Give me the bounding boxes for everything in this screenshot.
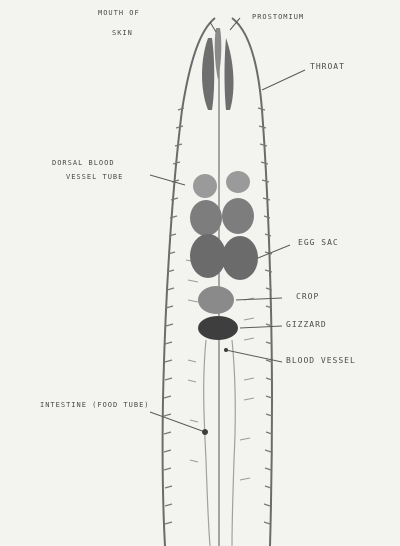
label-dorsal-vessel-2: VESSEL TUBE	[66, 172, 123, 182]
label-blood-vessel: BLOOD VESSEL	[286, 356, 356, 366]
label-skin: SKIN	[112, 28, 133, 38]
egg-sac-left	[190, 200, 222, 236]
egg-sac-left-upper	[193, 174, 217, 198]
label-intestine: INTESTINE (FOOD TUBE)	[40, 400, 150, 410]
label-prostomium: PROSTOMIUM	[252, 12, 304, 22]
label-dorsal-vessel-1: DORSAL BLOOD	[52, 158, 115, 168]
label-throat: THROAT	[310, 62, 345, 72]
egg-sac	[222, 236, 258, 280]
gizzard	[198, 316, 238, 340]
label-crop: CROP	[296, 292, 319, 302]
label-gizzard: GIZZARD	[286, 320, 327, 330]
pharynx	[202, 38, 214, 110]
label-egg-sac: EGG SAC	[298, 238, 339, 248]
crop	[198, 286, 234, 314]
label-mouth: MOUTH OF	[98, 8, 140, 18]
